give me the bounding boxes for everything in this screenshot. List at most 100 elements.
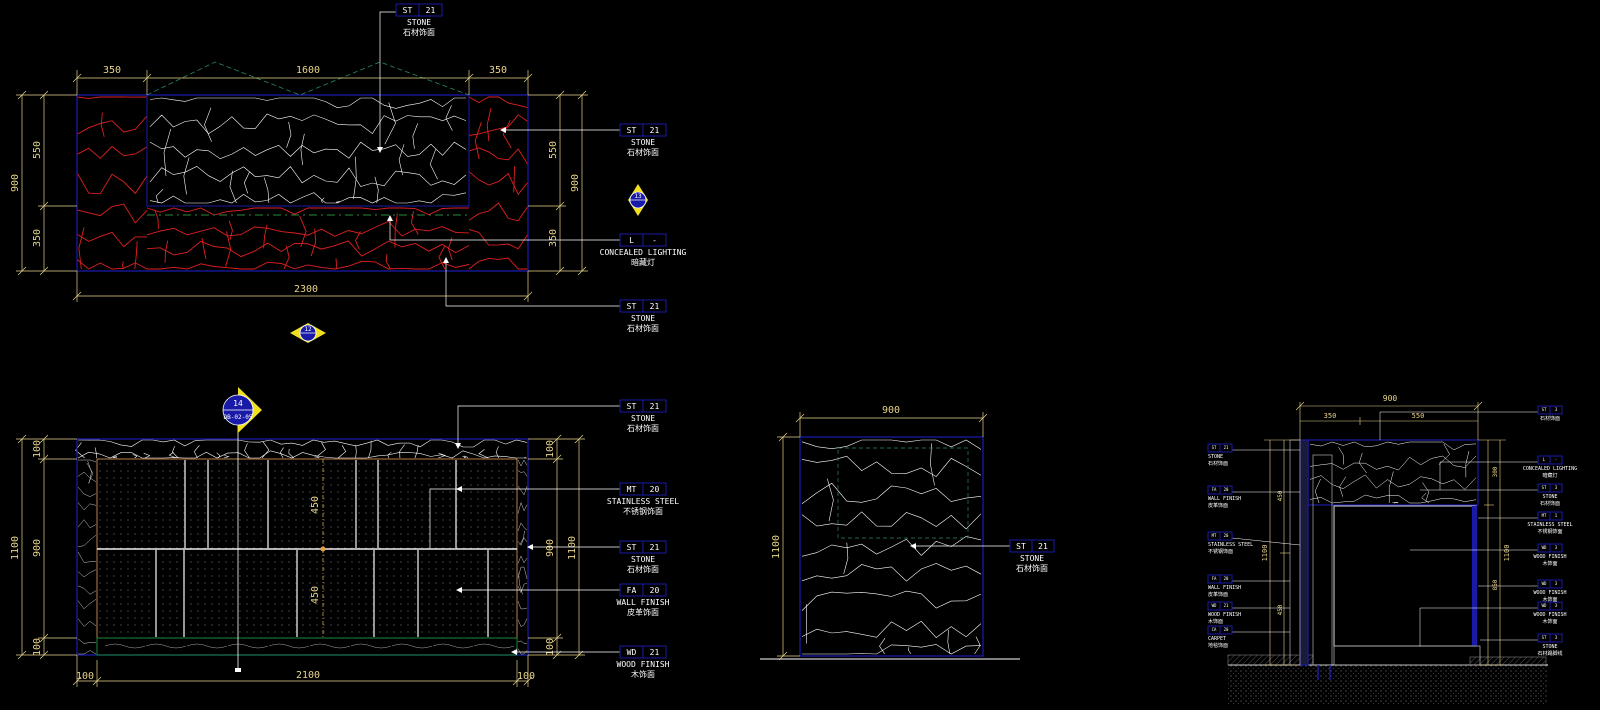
stone-vein xyxy=(149,113,467,135)
front-dim-right-1: 100 xyxy=(545,440,556,458)
section-marker-13: 13 xyxy=(628,184,648,216)
material-name-en: STONE xyxy=(1542,644,1557,650)
front-stone-cap xyxy=(75,439,528,459)
stone-vein xyxy=(412,123,418,149)
stone-vein xyxy=(204,107,212,142)
stone-vein xyxy=(384,102,396,145)
stone-vein xyxy=(279,447,284,459)
stone-vein xyxy=(146,207,469,216)
stone-vein xyxy=(517,566,528,579)
material-number: 3 xyxy=(1555,485,1558,490)
section-left-post xyxy=(1312,454,1333,666)
stone-vein xyxy=(801,563,982,582)
front-leaders xyxy=(429,405,620,653)
stone-vein xyxy=(261,441,270,459)
wood-grain xyxy=(227,643,269,649)
plan-dim-right-total: 900 xyxy=(570,174,581,192)
material-number: 21 xyxy=(1224,603,1229,608)
section-dim-top2-1: 350 xyxy=(1324,412,1337,420)
material-number: 21 xyxy=(650,543,660,552)
stone-vein xyxy=(147,260,470,270)
stone-vein xyxy=(337,445,347,459)
front-dims-bottom xyxy=(72,655,533,687)
material-name-en: WALL FINISH xyxy=(1208,585,1241,591)
material-name-cn: 石材饰面 xyxy=(1540,500,1560,507)
stone-vein xyxy=(76,145,148,159)
material-code: ST xyxy=(1542,407,1547,412)
wood-grain xyxy=(309,643,351,649)
material-name-cn: 石材饰面 xyxy=(627,423,659,433)
front-dim-right-total: 1100 xyxy=(567,536,578,560)
stone-vein xyxy=(94,447,97,459)
section-dim-left: 1100 xyxy=(1261,545,1269,562)
stone-vein xyxy=(429,149,438,180)
material-name-en: STAINLESS STEEL xyxy=(1208,542,1253,548)
stone-vein xyxy=(908,647,912,655)
stone-vein xyxy=(78,459,97,463)
material-name-en: WOOD FINISH xyxy=(617,660,670,669)
material-code: ST xyxy=(1212,445,1217,450)
stone-vein xyxy=(517,522,528,531)
stone-vein xyxy=(513,166,515,193)
front-dims-left xyxy=(16,434,77,660)
section-ground xyxy=(1228,665,1548,705)
material-number: - xyxy=(1555,457,1557,462)
stone-vein xyxy=(368,440,372,459)
side-outline xyxy=(799,436,984,657)
material-name-cn: 石材饰面 xyxy=(1016,563,1048,573)
stone-vein xyxy=(517,501,528,514)
stone-vein xyxy=(201,237,207,260)
elevation-marker-14-num: 14 xyxy=(233,399,243,408)
material-name-cn: 暗藏灯 xyxy=(1542,472,1557,479)
stone-vein xyxy=(77,618,97,627)
plan-dim-top-1: 350 xyxy=(103,65,121,76)
material-name-en: WOOD FINISH xyxy=(1533,612,1566,618)
stone-vein xyxy=(517,485,528,496)
stone-vein xyxy=(374,176,379,204)
stone-vein xyxy=(77,535,97,547)
material-name-cn: 石材饰面 xyxy=(1540,415,1560,422)
material-code: ST xyxy=(1542,485,1547,490)
plan-hidden-line xyxy=(146,61,470,96)
stone-vein xyxy=(519,530,525,546)
stone-vein xyxy=(100,112,105,137)
side-dims xyxy=(777,412,988,661)
stone-vein xyxy=(355,231,361,250)
stone-vein xyxy=(974,636,981,655)
stone-vein xyxy=(1388,471,1394,503)
stone-vein xyxy=(474,121,482,160)
plan-dim-right-2: 350 xyxy=(548,229,559,247)
stone-vein xyxy=(502,120,512,149)
material-name-en: STONE xyxy=(1208,454,1223,460)
material-number: - xyxy=(652,236,657,245)
front-wood-base xyxy=(96,637,518,656)
material-name-cn: 暗藏灯 xyxy=(631,257,655,267)
stone-vein xyxy=(263,224,268,249)
stone-vein xyxy=(1421,492,1430,504)
stone-vein xyxy=(398,144,405,176)
section-plinth xyxy=(1333,645,1481,666)
stone-vein xyxy=(399,444,405,459)
front-center-dot xyxy=(320,546,326,552)
material-number: 3 xyxy=(1555,581,1558,586)
material-name-en: STONE xyxy=(1542,494,1557,500)
material-name-cn: 木饰面 xyxy=(1542,618,1557,625)
material-name-cn: 石材饰面 xyxy=(627,147,659,157)
material-name-cn: 石材饰面 xyxy=(627,564,659,574)
stone-vein xyxy=(183,157,190,195)
stone-vein xyxy=(414,444,419,459)
stone-vein xyxy=(801,590,982,611)
stone-vein xyxy=(132,454,138,459)
plan-outline xyxy=(76,94,529,272)
